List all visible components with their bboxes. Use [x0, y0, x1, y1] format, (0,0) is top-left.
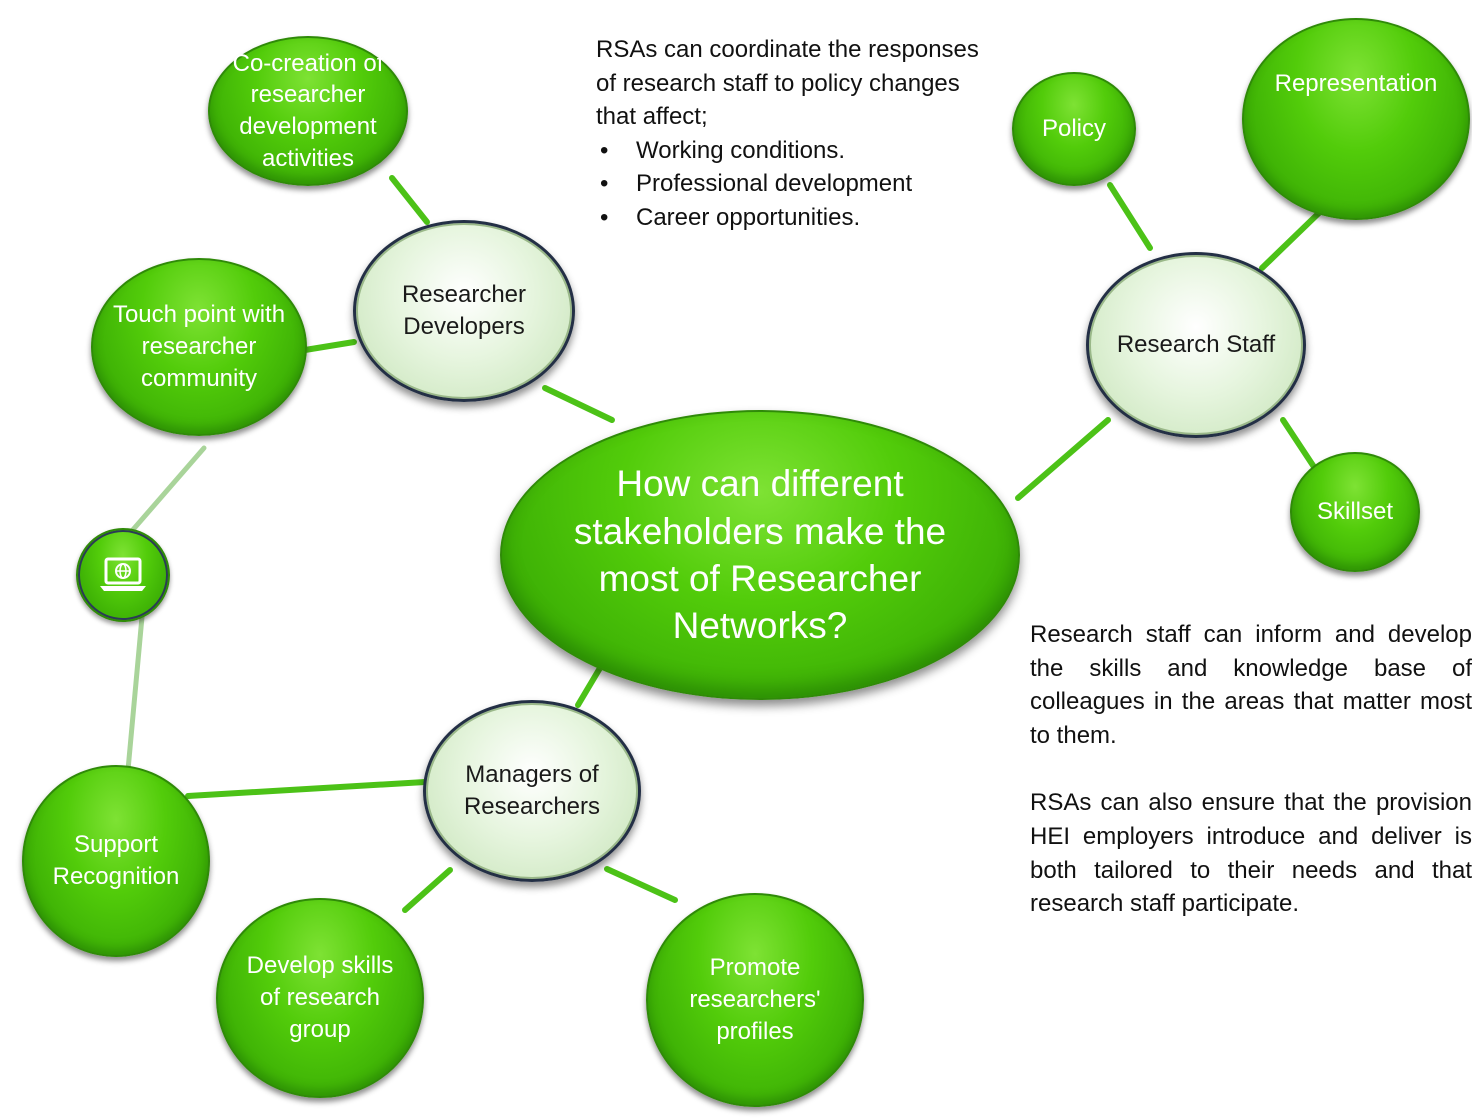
connector-skillset — [1280, 417, 1321, 476]
research-staff-label: Research Staff — [1116, 331, 1276, 359]
support-recognition-node: Support Recognition — [22, 765, 210, 957]
connector-co-creation — [389, 175, 430, 225]
representation-label: Representation — [1274, 70, 1438, 97]
researcher-developers-label: Researcher Developers — [401, 281, 527, 340]
rsas-coordinate-intro: RSAs can coordinate the responses of res… — [596, 36, 979, 131]
connector-research-staff-center — [1015, 417, 1111, 501]
center-question-node: How can different stakeholders make the … — [500, 410, 1020, 700]
skillset-label: Skillset — [1316, 498, 1394, 526]
promote-profiles-label: Promote researchers' profiles — [689, 954, 821, 1045]
touch-point-node: Touch point with researcher community — [91, 258, 307, 436]
connector-support-recognition — [185, 779, 428, 799]
support-recognition-label: Support Recognition — [52, 831, 180, 890]
policy-node: Policy — [1012, 72, 1136, 186]
develop-skills-node: Develop skills of research group — [216, 898, 424, 1098]
managers-hub: Managers of Researchers — [423, 700, 641, 882]
rsas-ensure-text: RSAs can also ensure that the provision … — [1030, 789, 1472, 918]
policy-label: Policy — [1041, 115, 1107, 143]
representation-node: Representation — [1242, 18, 1470, 220]
managers-label: Managers of Researchers — [463, 761, 601, 820]
co-creation-node: Co-creation of researcher development ac… — [208, 36, 408, 186]
policy-impact-text: Professional development — [636, 170, 913, 198]
connector-policy — [1107, 182, 1153, 251]
research-staff-hub: Research Staff — [1086, 252, 1306, 438]
skillset-node: Skillset — [1290, 452, 1420, 572]
center-question-label: How can different stakeholders make the … — [573, 463, 947, 647]
research-staff-inform-text: Research staff can inform and develop th… — [1030, 621, 1472, 749]
researcher-developers-hub: Researcher Developers — [353, 220, 575, 402]
connector-center-managers — [575, 665, 603, 708]
policy-impact-text: Career opportunities. — [636, 203, 861, 231]
laptop-globe-icon — [100, 557, 146, 591]
connector-touch-point — [302, 339, 357, 353]
connector-representation — [1259, 207, 1325, 271]
policy-impact-text: Working conditions. — [636, 136, 845, 164]
bullet-icon: • — [600, 136, 609, 164]
connector-touch-point-online — [121, 445, 207, 543]
connector-develop-skills — [402, 867, 453, 913]
promote-profiles-node: Promote researchers' profiles — [646, 893, 864, 1107]
research-staff-notes: Research staff can inform and develop th… — [1030, 618, 1472, 921]
bullet-icon: • — [600, 203, 609, 231]
rsas-coordinate-note: RSAs can coordinate the responses of res… — [596, 33, 992, 235]
bullet-icon: • — [600, 170, 609, 198]
connector-researcher-developers-center — [542, 385, 615, 423]
policy-impact-list: • Working conditions. • Professional devel… — [596, 134, 992, 235]
connector-promote-profiles — [604, 866, 678, 903]
connector-online-support — [125, 614, 145, 773]
policy-impact-item: • Career opportunities. — [596, 201, 992, 235]
co-creation-label: Co-creation of researcher development ac… — [232, 49, 384, 172]
policy-impact-item: • Professional development — [596, 167, 992, 201]
policy-impact-item: • Working conditions. — [596, 134, 992, 168]
touch-point-label: Touch point with researcher community — [112, 301, 286, 392]
develop-skills-label: Develop skills of research group — [246, 952, 394, 1043]
online-node — [76, 528, 170, 622]
